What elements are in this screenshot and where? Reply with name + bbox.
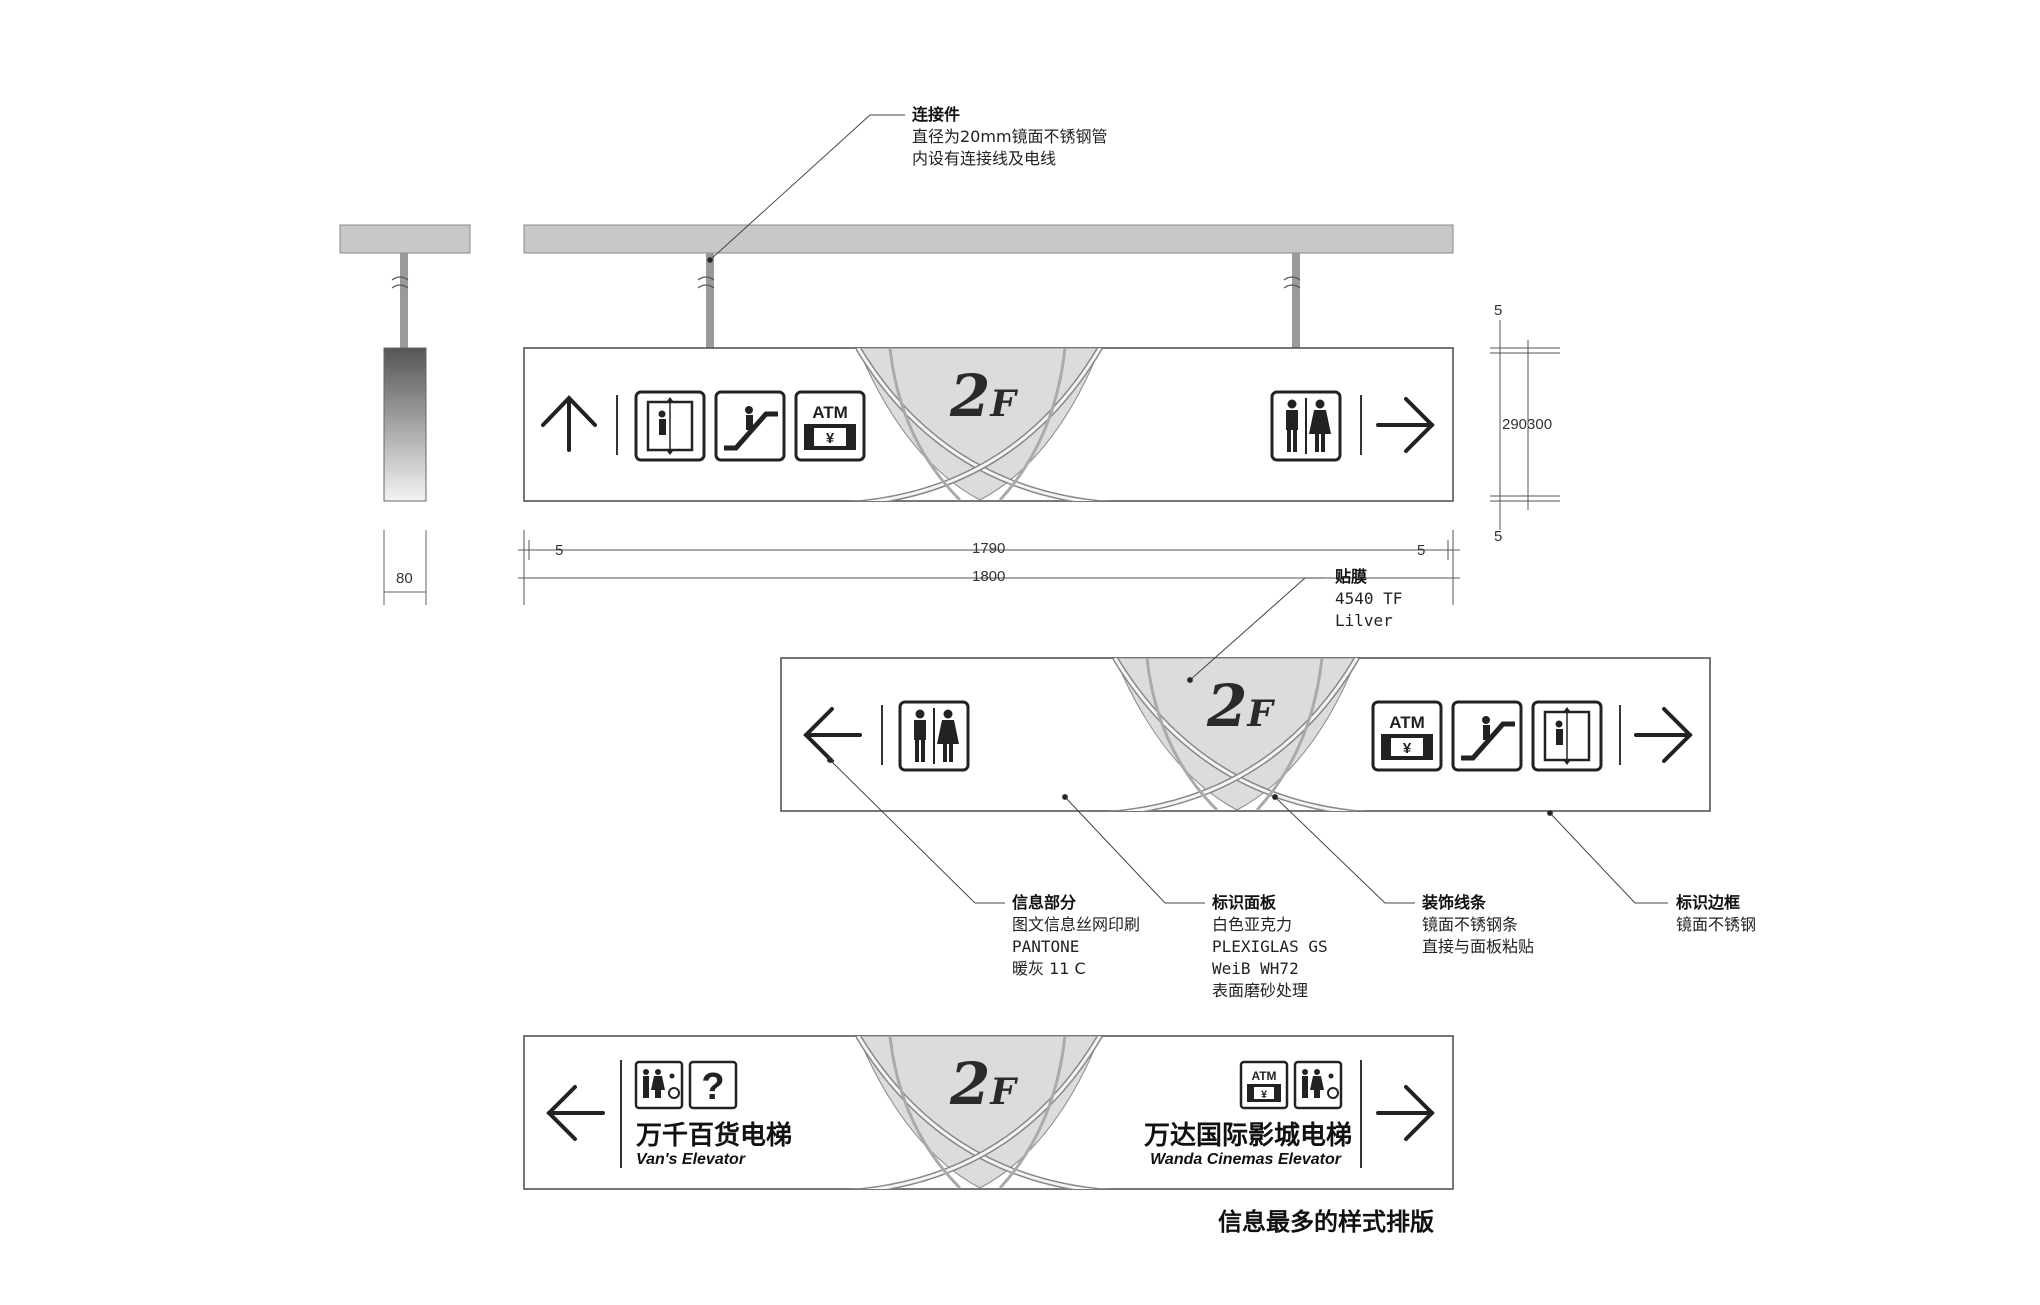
front-view-2: ATM ¥ — [780, 657, 1711, 812]
callout-info: 信息部分 图文信息丝网印刷 PANTONE 暖灰 11 C — [1012, 892, 1140, 980]
atm-icon: ATM ¥ — [794, 390, 866, 462]
callout-line: 直径为20mm镜面不锈钢管 — [912, 127, 1108, 146]
callout-title: 装饰线条 — [1422, 893, 1487, 912]
arrow-left-icon — [546, 1085, 605, 1141]
callout-panel: 标识面板 白色亚克力 PLEXIGLAS GS WeiB WH72 表面磨砂处理 — [1212, 892, 1328, 1002]
callout-line: WeiB WH72 — [1212, 959, 1299, 978]
yuan-symbol: ¥ — [1403, 740, 1412, 757]
atm-label: ATM — [1389, 713, 1425, 732]
callout-strip: 装饰线条 镜面不锈钢条 直接与面板粘贴 — [1422, 892, 1534, 958]
front-view-3: ? ATM ¥ — [523, 1035, 1454, 1190]
callout-line: 内设有连接线及电线 — [912, 149, 1057, 168]
callout-title: 标识边框 — [1676, 893, 1741, 912]
side-view — [339, 224, 471, 605]
yuan-symbol: ¥ — [1261, 1089, 1268, 1101]
elevator-icon — [634, 390, 706, 462]
yuan-symbol: ¥ — [826, 430, 835, 447]
callout-film: 贴膜 4540 TF Lilver — [1335, 566, 1402, 632]
callout-line: 镜面不锈钢 — [1676, 915, 1757, 934]
floor-letter: F — [990, 1071, 1016, 1113]
dim-side-width: 80 — [396, 570, 413, 587]
callout-title: 信息部分 — [1012, 893, 1077, 912]
side-panel — [383, 347, 427, 502]
accessible-toilet-icon — [634, 1060, 684, 1110]
callout-line: Lilver — [1335, 611, 1393, 630]
floor-label: 2F — [950, 362, 1016, 430]
dim-total-width: 1800 — [972, 568, 1006, 585]
arrow-left-icon — [803, 707, 862, 763]
callout-line: 镜面不锈钢条 — [1422, 915, 1519, 934]
escalator-icon — [1451, 700, 1523, 772]
callout-line: 表面磨砂处理 — [1212, 981, 1309, 1000]
ceiling — [523, 224, 1454, 254]
decor-lens-2 — [1106, 658, 1368, 811]
atm-icon: ATM ¥ — [1371, 700, 1443, 772]
front-view-1: ATM ¥ — [523, 224, 1454, 502]
accessible-toilet-icon — [1293, 1060, 1343, 1110]
callout-title: 标识面板 — [1212, 893, 1277, 912]
callout-title: 连接件 — [912, 105, 961, 124]
floor-number: 2 — [1207, 672, 1248, 740]
rod-right — [1292, 253, 1300, 348]
callout-line: 图文信息丝网印刷 — [1012, 915, 1141, 934]
callout-line: 4540 TF — [1335, 589, 1403, 608]
question-icon: ? — [688, 1060, 738, 1110]
destination-left-cn: 万千百货电梯 — [636, 1121, 793, 1151]
side-rod — [400, 253, 408, 348]
floor-letter: F — [1247, 693, 1273, 735]
floor-number: 2 — [950, 1050, 991, 1118]
dim-inner-width: 1790 — [972, 540, 1006, 557]
question-mark: ? — [701, 1066, 724, 1108]
rod-left — [706, 253, 714, 348]
callout-frame: 标识边框 镜面不锈钢 — [1676, 892, 1756, 936]
leader-lines — [707, 114, 1668, 904]
floor-letter: F — [990, 383, 1016, 425]
dim-top-margin: 5 — [1494, 302, 1503, 319]
elevator-icon — [1531, 700, 1603, 772]
atm-icon: ATM ¥ — [1239, 1060, 1289, 1110]
dimension-lines — [518, 320, 1560, 605]
decor-lens-3 — [849, 1036, 1111, 1189]
dim-margin-left: 5 — [555, 542, 564, 559]
destination-left-en: Van's Elevator — [636, 1151, 746, 1168]
arrow-up-icon — [541, 395, 597, 452]
toilet-icon — [898, 700, 970, 772]
callout-title: 贴膜 — [1335, 567, 1368, 586]
dim-height: 290300 — [1502, 416, 1553, 433]
callout-line: 暖灰 11 C — [1012, 959, 1086, 978]
floor-label: 2F — [950, 1050, 1016, 1118]
destination-right-cn: 万达国际影城电梯 — [1144, 1121, 1353, 1151]
arrow-right-icon — [1376, 1085, 1435, 1141]
dim-margin-right: 5 — [1417, 542, 1426, 559]
dim-bottom-margin: 5 — [1494, 528, 1503, 545]
escalator-icon — [714, 390, 786, 462]
arrow-right-icon — [1376, 397, 1435, 453]
callout-connector: 连接件 直径为20mm镜面不锈钢管 内设有连接线及电线 — [912, 104, 1108, 170]
callout-line: PANTONE — [1012, 937, 1080, 956]
callout-line: 白色亚克力 — [1212, 915, 1293, 934]
floor-label: 2F — [1207, 672, 1273, 740]
atm-label: ATM — [812, 403, 848, 422]
decor-lens-1 — [849, 348, 1111, 501]
callout-line: 直接与面板粘贴 — [1422, 937, 1535, 956]
side-ceiling — [339, 224, 471, 254]
floor-number: 2 — [950, 362, 991, 430]
arrow-right-icon — [1634, 707, 1693, 763]
atm-label: ATM — [1251, 1069, 1276, 1083]
callout-line: PLEXIGLAS GS — [1212, 937, 1328, 956]
layout-caption: 信息最多的样式排版 — [1218, 1208, 1434, 1236]
destination-right-en: Wanda Cinemas Elevator — [1150, 1151, 1341, 1168]
toilet-icon — [1270, 390, 1342, 462]
